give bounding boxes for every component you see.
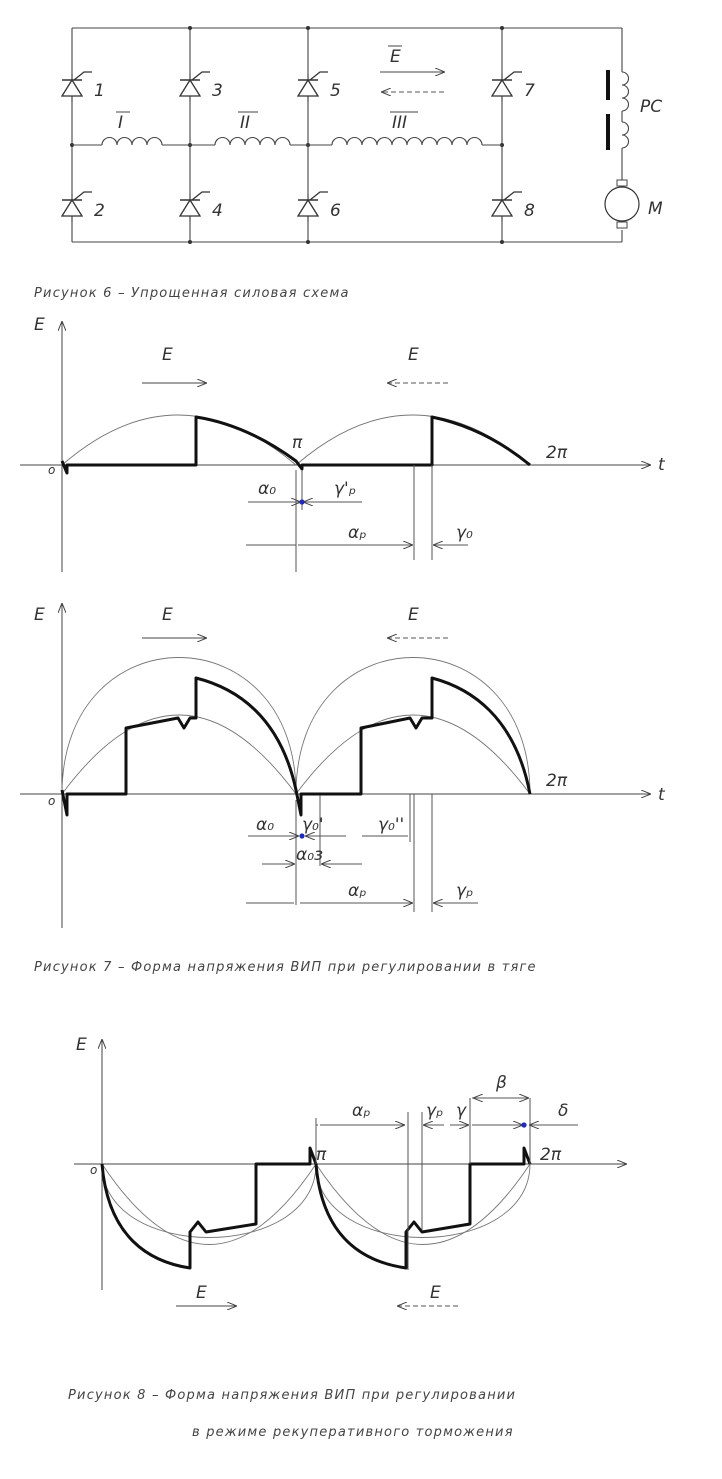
thyristor-1 [61, 71, 93, 103]
graph-b-gamma-p: γₚ [456, 881, 473, 901]
fig8-alpha-p: αₚ [352, 1101, 371, 1121]
reactor-label: PC [640, 97, 662, 117]
thyristor-label-3: 3 [212, 81, 223, 101]
graph-b-gamma0-dprime: γ₀'' [378, 815, 404, 835]
graph-a-emf-label-1: E [162, 345, 173, 365]
graph-a-emf-label-2: E [408, 345, 419, 365]
graph-a-gamma-p-prime: γ'ₚ [334, 479, 356, 499]
graph-a-origin: o [48, 463, 55, 477]
graph-b-voltage-waveform [60, 676, 532, 817]
winding-label-3: III [392, 113, 407, 133]
graph-b-2pi-label: 2π [546, 771, 568, 791]
graph-a-x-label: t [658, 455, 666, 475]
fig8-gamma: γ [456, 1101, 467, 1121]
thyristor-3 [179, 71, 211, 103]
thyristor-label-4: 4 [212, 201, 223, 221]
figure8-caption-line1: Рисунок 8 – Форма напряжения ВИП при рег… [68, 1388, 516, 1403]
fig8-pi-label: π [316, 1145, 327, 1165]
graph-b-origin: o [48, 794, 55, 808]
fig8-beta: β [495, 1073, 507, 1093]
figure7-caption: Рисунок 7 – Форма напряжения ВИП при рег… [34, 960, 537, 975]
fig8-origin: o [90, 1163, 97, 1177]
graph-a-alpha-p: αₚ [348, 523, 367, 543]
thyristor-label-6: 6 [330, 201, 341, 221]
figure7-graph-b: E t o 2π E E α₀ γ₀' γ₀'' α₀з αₚ γₚ [20, 604, 666, 928]
graph-a-gamma0: γ₀ [456, 523, 473, 543]
winding-label-2: II [240, 113, 250, 133]
graph-b-y-label: E [34, 605, 45, 625]
fig8-emf-label-1: E [196, 1283, 207, 1303]
figure6-caption: Рисунок 6 – Упрощенная силовая схема [34, 286, 350, 301]
graph-b-alpha-p: αₚ [348, 881, 367, 901]
thyristor-label-2: 2 [94, 201, 105, 221]
graph-b-x-label: t [658, 785, 666, 805]
fig8-voltage-waveform [100, 1146, 532, 1270]
fig8-emf-label-2: E [430, 1283, 441, 1303]
graph-a-pi-label: π [292, 433, 303, 453]
thyristor-5 [297, 71, 329, 103]
thyristor-label-8: 8 [524, 201, 535, 221]
thyristor-8 [491, 191, 523, 223]
fig8-commutation-point [521, 1122, 527, 1128]
thyristor-6 [297, 191, 329, 223]
power-circuit: 1 3 5 7 2 4 6 8 I II III E [61, 26, 663, 244]
graph-a-commutation-point [299, 499, 305, 505]
thyristor-2 [61, 191, 93, 223]
graph-b-commutation-point [299, 833, 305, 839]
graph-b-gamma0-prime: γ₀' [302, 815, 324, 835]
fig8-delta: δ [558, 1101, 568, 1121]
graph-b-alpha03: α₀з [296, 845, 323, 865]
thyristor-label-7: 7 [524, 81, 535, 101]
thyristor-label-5: 5 [330, 81, 341, 101]
graph-a-alpha0: α₀ [258, 479, 276, 499]
smoothing-reactor [606, 70, 630, 150]
graph-b-emf-label-2: E [408, 605, 419, 625]
motor-label: M [648, 199, 663, 219]
graph-b-emf-label-1: E [162, 605, 173, 625]
graph-a-voltage-waveform [60, 415, 531, 475]
fig8-gamma-p: γₚ [426, 1101, 443, 1121]
transformer-windings [72, 137, 502, 146]
figure8-caption-line2: в режиме рекуперативного торможения [192, 1425, 514, 1440]
fig8-2pi-label: 2π [540, 1145, 562, 1165]
figure7-graph-a: E t o π 2π E E α₀ γ'ₚ αₚ γ₀ [20, 315, 666, 572]
winding-label-1: I [118, 113, 123, 133]
thyristor-7 [491, 71, 523, 103]
graph-b-alpha0: α₀ [256, 815, 274, 835]
graph-a-2pi-label: 2π [546, 443, 568, 463]
emf-label: E [390, 47, 401, 67]
figure8-graph: E o π 2π αₚ γₚ γ β δ E E [74, 1035, 626, 1306]
fig8-y-label: E [76, 1035, 87, 1055]
traction-motor [604, 179, 640, 229]
thyristor-label-1: 1 [94, 81, 105, 101]
graph-a-y-label: E [34, 315, 45, 335]
thyristor-4 [179, 191, 211, 223]
